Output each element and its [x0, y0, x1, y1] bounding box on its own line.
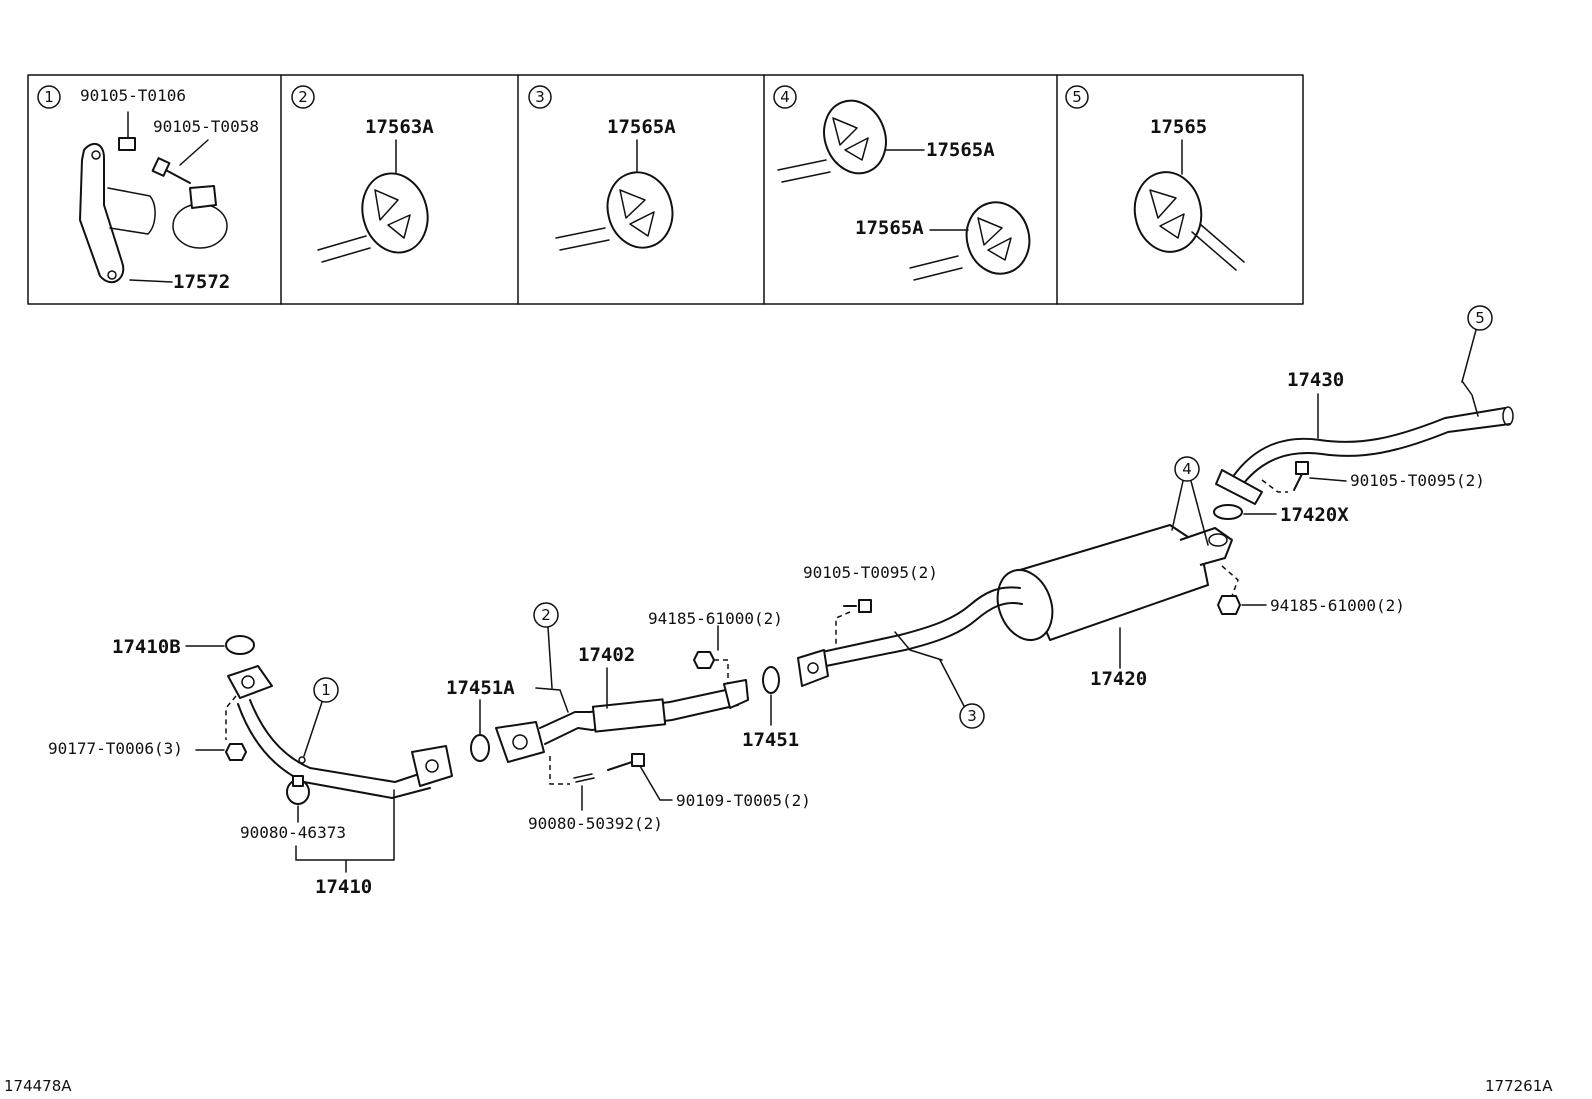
callout-badge — [959, 703, 985, 729]
part-label: 17572 — [173, 271, 230, 293]
inset-number: 3 — [535, 88, 545, 106]
hanger-bracket — [894, 631, 943, 661]
gasket-icon — [225, 635, 255, 655]
rubber-hanger-icon — [1133, 171, 1203, 253]
plug-icon — [286, 775, 310, 805]
illustration-code-right: 177261A — [1485, 1077, 1553, 1095]
bolt-icon — [1293, 461, 1309, 491]
flange-icon — [227, 665, 273, 699]
part-label: 94185-61000(2) — [1270, 596, 1405, 615]
part-label: 90105-T0106 — [80, 86, 186, 105]
converter-pipe — [495, 679, 749, 763]
rubber-hanger-icon — [361, 172, 429, 254]
callout-number: 4 — [1182, 460, 1192, 478]
part-label: 17451 — [742, 729, 799, 751]
part-label: 94185-61000(2) — [648, 609, 783, 628]
part-label: 17402 — [578, 644, 635, 666]
part-label: 17565 — [1150, 116, 1207, 138]
inset-panel-3: 3 17565A — [528, 85, 676, 251]
callout-badge — [313, 677, 339, 703]
part-label: 17565A — [855, 217, 924, 239]
hanger-rod — [317, 235, 371, 263]
inset-panels: 1 90105-T0106 90105-T0058 17572 — [27, 74, 1304, 305]
hanger-bracket — [1461, 380, 1479, 417]
inset-panel-2: 2 17563A — [291, 85, 434, 263]
illustration-code-left: 174478A — [4, 1077, 72, 1095]
inset-number-badge — [1065, 85, 1089, 109]
hanger-rod — [909, 255, 963, 281]
gasket-icon — [470, 734, 490, 762]
flange-icon — [1215, 469, 1263, 505]
bolt-icon — [843, 599, 872, 613]
inset-number-badge — [37, 85, 61, 109]
callout-badge — [1467, 305, 1493, 331]
gasket-icon — [762, 666, 780, 694]
rubber-hanger-icon — [965, 201, 1031, 275]
inset-number-badge — [773, 85, 797, 109]
inset-panel-1: 1 90105-T0106 90105-T0058 17572 — [37, 85, 259, 293]
inset-frame — [27, 74, 1304, 305]
inset-number: 4 — [780, 88, 790, 106]
inset-number-badge — [291, 85, 315, 109]
part-label: 17410 — [315, 876, 372, 898]
rubber-hanger-icon — [823, 99, 887, 175]
inset-number: 2 — [298, 88, 308, 106]
flange-icon — [411, 745, 453, 787]
flange-icon — [797, 649, 829, 687]
main-muffler — [996, 524, 1233, 641]
flange-icon — [723, 679, 749, 709]
flange-icon — [495, 721, 545, 763]
part-label: 17563A — [365, 116, 434, 138]
hanger-rod — [555, 227, 610, 251]
callout-number: 2 — [541, 606, 551, 624]
bolt-icon — [151, 139, 209, 184]
clamp-icon — [172, 185, 228, 249]
bolt-icon — [118, 111, 136, 151]
part-label: 17420X — [1280, 504, 1349, 526]
gasket-icon — [1213, 504, 1243, 520]
inset-number: 5 — [1072, 88, 1082, 106]
part-label: 90080-50392(2) — [528, 814, 663, 833]
callout-number: 5 — [1475, 309, 1485, 327]
callout-badge — [1174, 456, 1200, 482]
part-label: 90105-T0095(2) — [1350, 471, 1485, 490]
part-label: 90105-T0058 — [153, 117, 259, 136]
part-label: 17410B — [112, 636, 181, 658]
part-label: 90080-46373 — [240, 823, 346, 842]
center-pipe — [797, 586, 1023, 687]
front-exhaust-pipe — [227, 665, 453, 799]
callout-number: 3 — [967, 707, 977, 725]
inset-panel-5: 5 17565 — [1065, 85, 1245, 271]
tail-pipe — [1215, 380, 1514, 505]
part-label: 90109-T0005(2) — [676, 791, 811, 810]
callout-number: 1 — [321, 681, 331, 699]
part-label: 17565A — [607, 116, 676, 138]
bolt-icon — [607, 753, 645, 771]
part-label: 17565A — [926, 139, 995, 161]
nut-icon — [1217, 595, 1241, 615]
part-label: 90105-T0095(2) — [803, 563, 938, 582]
rubber-hanger-icon — [606, 171, 674, 249]
inset-number: 1 — [44, 88, 54, 106]
part-label: 17420 — [1090, 668, 1147, 690]
callout-badge — [533, 602, 559, 628]
bracket-icon — [79, 142, 125, 283]
nut-icon — [693, 651, 715, 669]
part-label: 17451A — [446, 677, 515, 699]
inset-number-badge — [528, 85, 552, 109]
stud-icon — [573, 773, 595, 783]
hanger-bracket — [535, 687, 569, 713]
part-label: 90177-T0006(3) — [48, 739, 183, 758]
inset-panel-4: 4 17565A 17565A — [773, 85, 1031, 281]
hanger-rod — [1191, 223, 1245, 271]
nut-icon — [225, 743, 247, 761]
hanger-rod — [777, 159, 831, 183]
part-label: 17430 — [1287, 369, 1344, 391]
